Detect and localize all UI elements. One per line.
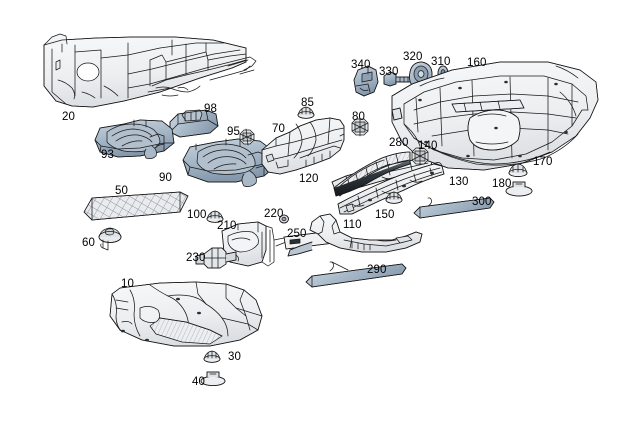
- part-290-trim-strip-long: [305, 261, 407, 288]
- part-70-tunnel-cover: [261, 117, 345, 175]
- part-100-grommet: [206, 210, 224, 223]
- part-20-upper-panelling: [43, 33, 257, 108]
- callout-280: 280: [389, 137, 409, 149]
- callout-120: 120: [299, 173, 319, 185]
- callout-320: 320: [403, 51, 423, 63]
- callout-310: 310: [431, 56, 451, 68]
- callout-50: 50: [115, 185, 128, 197]
- callout-150: 150: [375, 209, 395, 221]
- callout-95: 95: [227, 126, 240, 138]
- callout-85: 85: [301, 97, 314, 109]
- callout-10: 10: [121, 278, 134, 290]
- part-130-front-cross-trim: [337, 162, 445, 215]
- callout-70: 70: [272, 123, 285, 135]
- part-230-clamp-block: [195, 247, 237, 269]
- part-85-grommet-cap: [297, 106, 315, 119]
- callout-98: 98: [204, 103, 217, 115]
- callout-93: 93: [101, 149, 114, 161]
- callout-80: 80: [352, 111, 365, 123]
- part-98-mounting-plate: [169, 109, 219, 138]
- callout-340: 340: [351, 59, 371, 71]
- part-110-bracket-arm: [287, 213, 423, 257]
- part-95-clip-nut: [239, 128, 255, 146]
- part-80-clip-nut: [351, 117, 369, 137]
- part-180-washer: [505, 181, 533, 197]
- part-10-lower-panelling: [109, 281, 263, 347]
- callout-330: 330: [379, 66, 399, 78]
- callout-40: 40: [192, 376, 205, 388]
- callout-140: 140: [418, 140, 438, 152]
- callout-60: 60: [82, 237, 95, 249]
- part-93-bracket-small: [94, 119, 175, 160]
- callout-130: 130: [449, 176, 469, 188]
- callout-100: 100: [187, 209, 207, 221]
- part-300-trim-strip-short: [413, 197, 495, 219]
- callout-170: 170: [533, 156, 553, 168]
- callout-110: 110: [343, 219, 362, 231]
- part-160-frame-assembly: [391, 61, 599, 171]
- part-280-deflector-vane: [333, 151, 411, 197]
- callout-220: 220: [264, 208, 284, 220]
- part-40-washer-disc: [200, 371, 226, 386]
- callout-180: 180: [492, 178, 512, 190]
- part-90-bracket-large: [182, 138, 277, 187]
- callout-90: 90: [159, 172, 172, 184]
- part-170-grommet-cone: [508, 163, 528, 177]
- callout-30: 30: [228, 351, 241, 363]
- callout-160: 160: [467, 57, 487, 69]
- part-220-screw: [279, 214, 289, 224]
- part-30-grommet-small: [203, 350, 221, 363]
- callout-210: 210: [217, 220, 237, 232]
- part-140-clip-nut: [411, 146, 429, 166]
- part-50-mesh-grille: [83, 191, 189, 221]
- callout-20: 20: [62, 111, 75, 123]
- part-150-grommet: [385, 191, 403, 204]
- part-340-mounting-block: [353, 65, 379, 97]
- callout-300: 300: [472, 196, 492, 208]
- callout-230: 230: [186, 252, 206, 264]
- callout-250: 250: [287, 228, 307, 240]
- callout-290: 290: [367, 264, 387, 276]
- part-60-expanding-rivet: [98, 227, 122, 251]
